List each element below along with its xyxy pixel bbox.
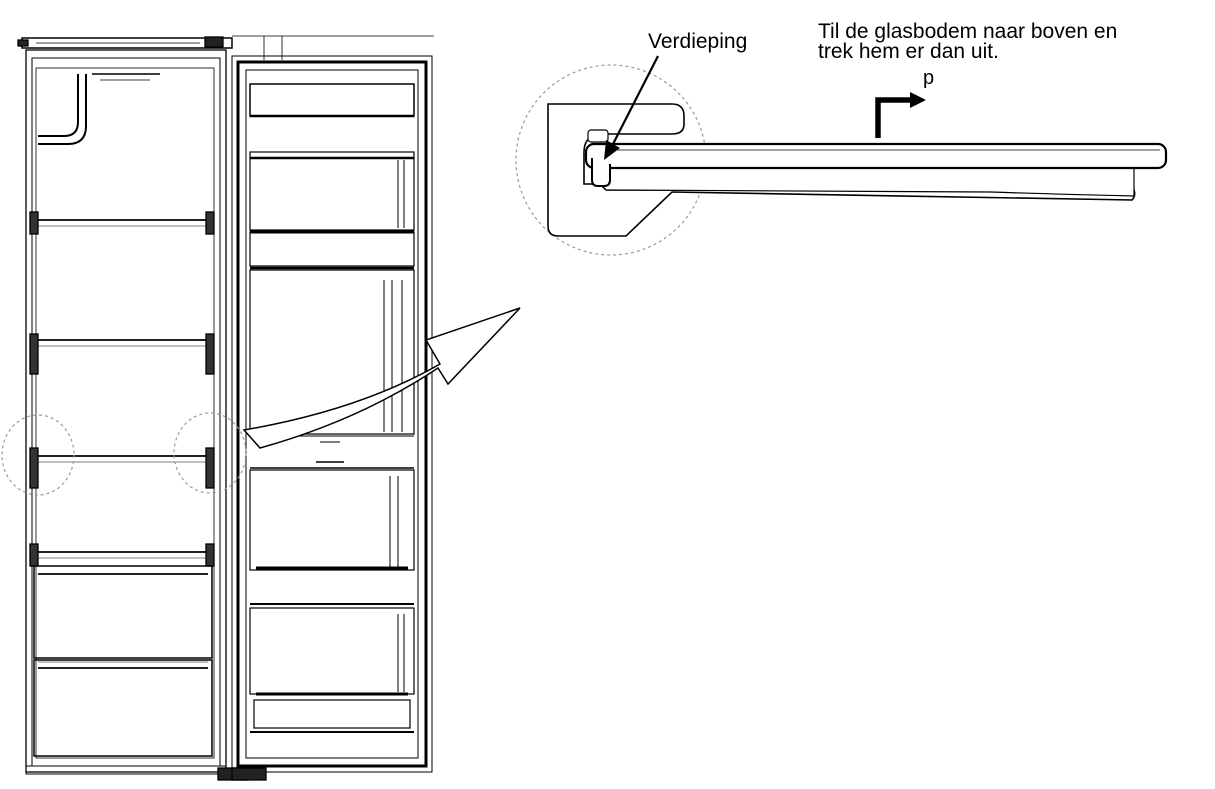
fridge-cabinet [17,35,434,781]
recess-label: Verdieping [648,30,748,53]
fridge-door [231,55,433,781]
lift-and-pull-arrow-icon [875,92,926,138]
shelf-detail-zoom [547,103,1168,237]
right-support-highlight [173,412,247,494]
left-support-highlight [1,414,75,496]
pull-marker-label: p [923,67,935,89]
instruction-line-2: trek hem er dan uit. [818,40,999,63]
recess-pointer [604,55,659,160]
instruction-line-1: Til de glasbodem naar boven en [818,20,1118,43]
curved-arrow-icon [242,307,521,449]
